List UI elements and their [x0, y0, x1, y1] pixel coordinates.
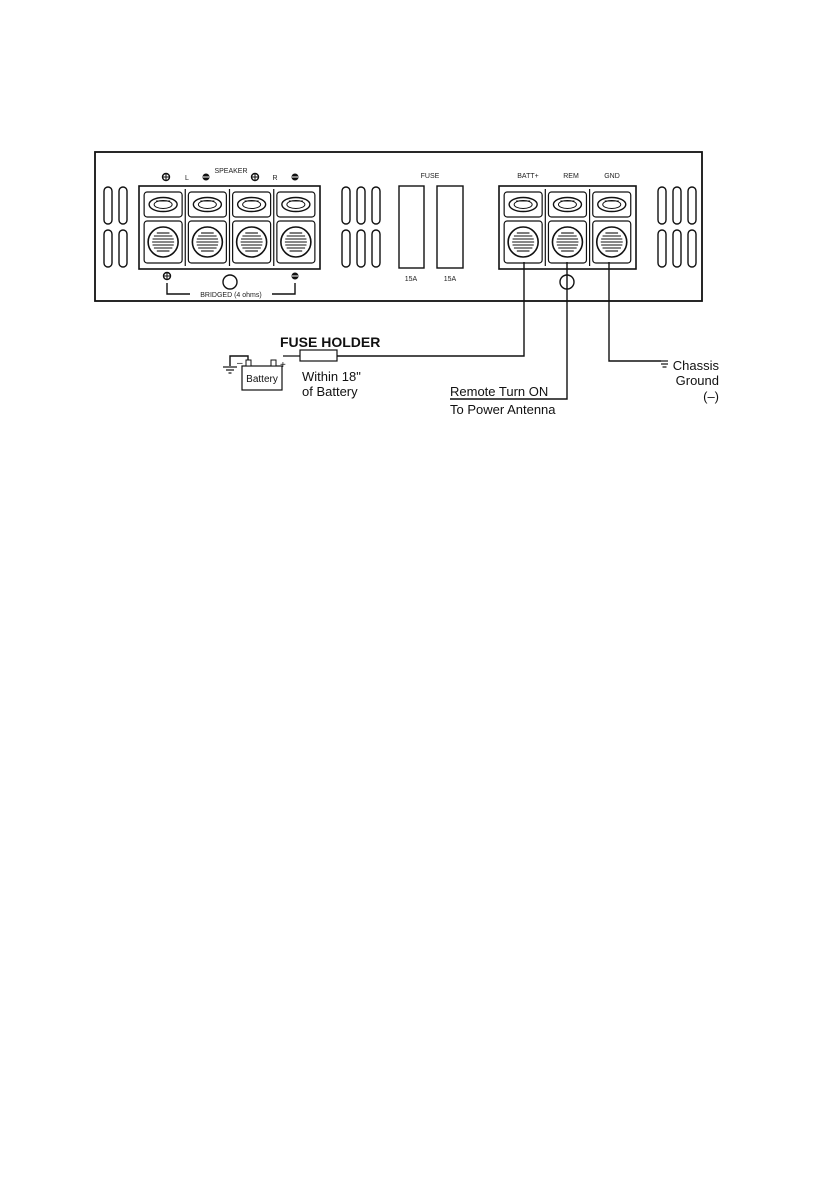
terminal — [504, 192, 542, 263]
fuse-slot-1 — [399, 186, 424, 268]
within-line-1: Within 18" — [302, 369, 361, 384]
battery-pos-post — [271, 360, 276, 366]
vent-slot — [119, 230, 127, 267]
vent-slots-mid — [342, 187, 380, 267]
chassis-line-2: Ground — [676, 373, 719, 388]
vent-slot — [372, 230, 380, 267]
vent-slot — [104, 230, 112, 267]
battery-minus-label: – — [237, 358, 243, 369]
vent-slot — [688, 187, 696, 224]
vent-slot — [658, 187, 666, 224]
battery-neg-post — [246, 360, 251, 366]
terminal — [590, 189, 631, 266]
vent-slot — [119, 187, 127, 224]
vent-slot — [673, 230, 681, 267]
fuse-rating-2: 15A — [444, 276, 457, 283]
remote-line-1: Remote Turn ON — [450, 384, 548, 399]
vent-slot — [357, 187, 365, 224]
minus-icon — [292, 273, 299, 280]
terminal — [545, 189, 586, 266]
vent-slot — [342, 187, 350, 224]
power-terminals — [504, 189, 631, 266]
chassis-line-3: (–) — [703, 389, 719, 404]
vent-slot — [342, 230, 350, 267]
channel-left-label: L — [185, 175, 189, 182]
ground-icon — [661, 361, 668, 367]
vent-slot — [104, 187, 112, 224]
ground-icon — [223, 367, 237, 373]
fuse-holder — [300, 350, 337, 361]
plus-icon — [164, 273, 171, 280]
battery-label: Battery — [246, 374, 278, 385]
vent-slots-right — [658, 187, 696, 267]
battery-plus-label: + — [280, 360, 286, 371]
minus-icon — [203, 174, 210, 181]
terminal — [230, 189, 271, 266]
rem-label: REM — [563, 173, 579, 180]
vent-slot — [673, 187, 681, 224]
fuse-slot-2 — [437, 186, 463, 268]
channel-right-label: R — [272, 175, 277, 182]
plus-icon — [252, 174, 259, 181]
mounting-hole — [223, 275, 237, 289]
fuse-label: FUSE — [421, 173, 440, 180]
vent-slot — [372, 187, 380, 224]
fuse-rating-1: 15A — [405, 276, 418, 283]
plus-icon — [163, 174, 170, 181]
gnd-label: GND — [604, 173, 620, 180]
chassis-line-1: Chassis — [673, 358, 720, 373]
vent-slot — [688, 230, 696, 267]
terminal — [185, 189, 226, 266]
vent-slot — [357, 230, 365, 267]
terminal — [274, 189, 315, 266]
rem-wire — [450, 262, 567, 399]
gnd-wire — [609, 262, 661, 361]
terminal — [144, 192, 182, 263]
bridged-label: BRIDGED (4 ohms) — [200, 292, 261, 299]
minus-icon — [292, 174, 299, 181]
vent-slot — [658, 230, 666, 267]
vent-slots-left — [104, 187, 127, 267]
speaker-label: SPEAKER — [214, 168, 247, 175]
batt-plus-label: BATT+ — [517, 173, 538, 180]
remote-line-2: To Power Antenna — [450, 402, 556, 417]
speaker-terminals — [144, 189, 315, 266]
within-line-2: of Battery — [302, 384, 358, 399]
fuse-holder-label: FUSE HOLDER — [280, 334, 380, 350]
